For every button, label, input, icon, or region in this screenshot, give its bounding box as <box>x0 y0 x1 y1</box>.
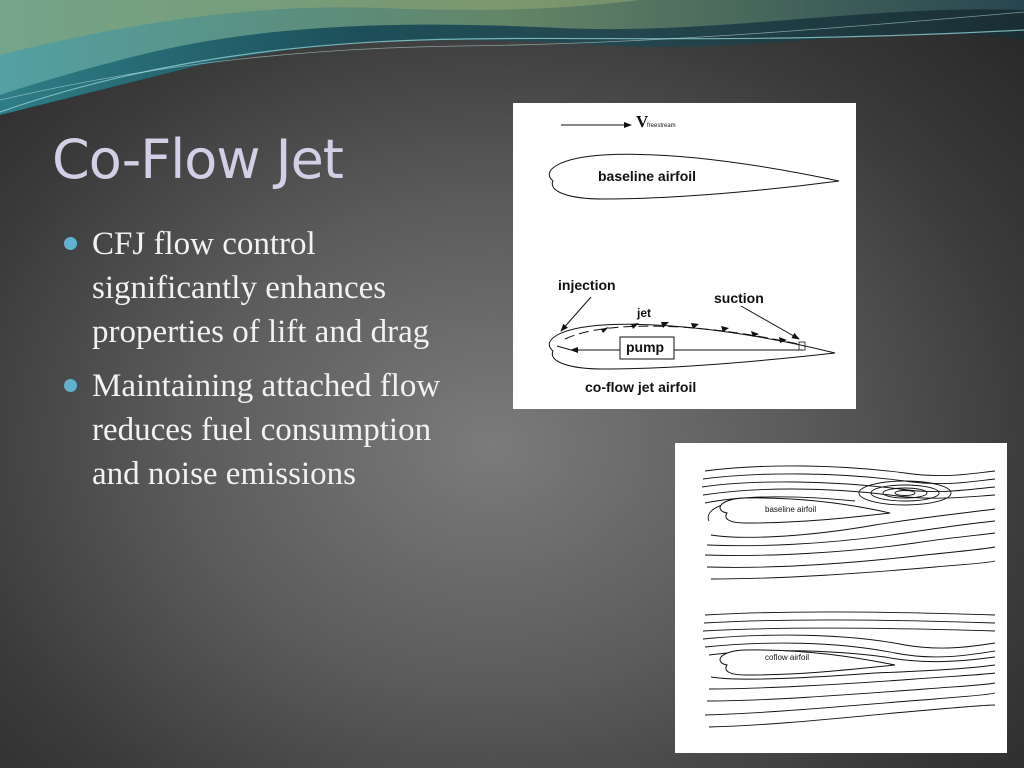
separation-vortex <box>858 480 952 506</box>
slide-title: Co-Flow Jet <box>52 128 344 191</box>
coflow-jet-airfoil-label: co-flow jet airfoil <box>585 379 697 395</box>
pump-box <box>619 336 675 360</box>
bullet-text: Maintaining attached flow reduces fuel c… <box>92 368 441 492</box>
suction-pointer-arrow <box>740 305 800 340</box>
velocity-subscript: freestream <box>647 123 676 129</box>
coflow-streamline-label: coflow airfoil <box>765 653 810 662</box>
baseline-airfoil-body <box>719 497 891 524</box>
bullet-dot-icon <box>64 379 77 392</box>
coflow-airfoil-body <box>719 649 896 676</box>
bullet-list: CFJ flow control significantly enhances … <box>64 222 484 506</box>
jet-flow-line <box>564 325 799 345</box>
injection-label: injection <box>558 277 616 293</box>
jet-label: jet <box>637 306 652 320</box>
baseline-streamline-label: baseline airfoil <box>765 505 817 514</box>
cfj-schematic-diagram: V freestream baseline airfoil injection … <box>513 103 856 409</box>
suction-label: suction <box>714 290 764 306</box>
streamline-comparison-diagram: baseline airfoil coflow airfoil <box>675 443 1007 753</box>
pump-label: pump <box>626 339 665 355</box>
bullet-item: CFJ flow control significantly enhances … <box>64 222 484 354</box>
bullet-dot-icon <box>64 237 77 250</box>
header-wave-decoration <box>0 0 1024 115</box>
baseline-airfoil-shape <box>548 153 840 200</box>
bullet-text: CFJ flow control significantly enhances … <box>92 226 430 350</box>
velocity-symbol: V <box>636 112 649 131</box>
baseline-airfoil-label: baseline airfoil <box>598 168 697 184</box>
bullet-item: Maintaining attached flow reduces fuel c… <box>64 364 484 496</box>
coflow-airfoil-shape <box>548 323 836 370</box>
coflow-streamlines <box>702 611 996 728</box>
cfj-schematic-drawing <box>548 122 840 370</box>
streamline-drawing <box>701 465 996 728</box>
injection-pointer-arrow <box>560 296 592 332</box>
